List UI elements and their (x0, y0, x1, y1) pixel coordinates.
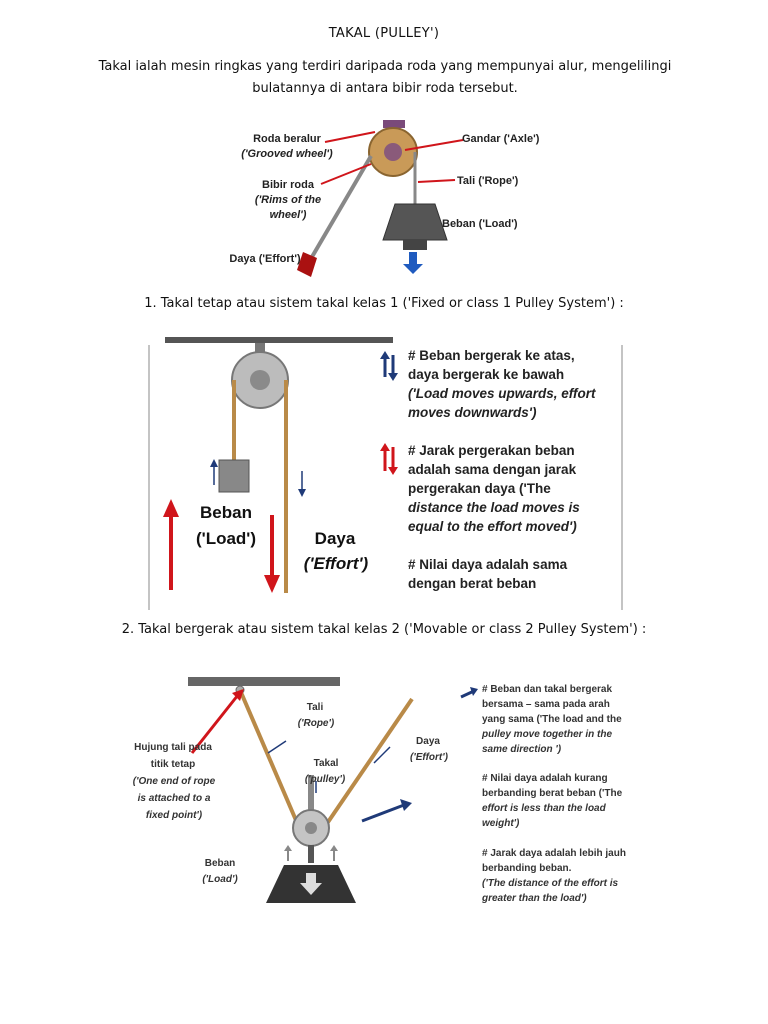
note2-line1: # Jarak pergerakan beban (408, 441, 623, 460)
hujung-line2: titik tetap (128, 757, 218, 772)
label-bibir-roda: Bibir roda (248, 178, 328, 192)
intro-paragraph: Takal ialah mesin ringkas yang terdiri d… (90, 56, 680, 100)
note1-line4: moves downwards') (408, 403, 623, 422)
n3-l1: # Jarak daya adalah lebih jauh (482, 846, 662, 861)
n2-l1: # Nilai daya adalah kurang (482, 771, 662, 786)
label-rope: ('Rope') (284, 716, 348, 731)
note2-line4: distance the load moves is (408, 498, 623, 517)
section2-heading: 2. Takal bergerak atau sistem takal kela… (0, 622, 768, 637)
page-title: TAKAL (PULLEY') (0, 26, 768, 41)
note2-line2: adalah sama dengan jarak (408, 460, 623, 479)
label-beban-2: Beban (190, 856, 250, 871)
note3-line1: # Nilai daya adalah sama (408, 555, 623, 574)
note2-line3: pergerakan daya ('The (408, 479, 623, 498)
n2-l3: effort is less than the load (482, 801, 662, 816)
n1-l1: # Beban dan takal bergerak (482, 682, 662, 697)
note1-line2: daya bergerak ke bawah (408, 365, 623, 384)
n3-l4: greater than the load') (482, 891, 662, 906)
label-daya-2: Daya (398, 734, 458, 749)
hujung-line5: fixed point') (120, 808, 228, 823)
label-tali-rope: Tali ('Rope') (457, 174, 537, 188)
label-effort: ('Effort') (286, 552, 386, 576)
n1-l2: bersama – sama pada arah (482, 697, 662, 712)
n3-l3: ('The distance of the effort is (482, 876, 662, 891)
label-daya: Daya (290, 527, 380, 551)
label-takal: Takal (296, 756, 356, 771)
arrow-icon (460, 684, 478, 696)
label-beban: Beban (184, 501, 268, 525)
label-gandar-axle: Gandar ('Axle') (462, 132, 562, 146)
label-load: ('Load') (176, 527, 276, 551)
label-daya-effort: Daya ('Effort') (220, 252, 310, 266)
label-rims-2: wheel') (248, 208, 328, 222)
n1-l5: same direction ') (482, 742, 662, 757)
note2-line5: equal to the effort moved') (408, 517, 623, 536)
n3-l2: berbanding beban. (482, 861, 662, 876)
section1-heading: 1. Takal tetap atau sistem takal kelas 1… (0, 296, 768, 311)
label-tali: Tali (290, 700, 340, 715)
label-roda-beralur: Roda beralur (232, 132, 342, 146)
hujung-line4: is attached to a (120, 791, 228, 806)
note1-line1: # Beban bergerak ke atas, (408, 346, 623, 365)
n2-l4: weight') (482, 816, 662, 831)
note3-line2: dengan berat beban (408, 574, 623, 593)
n1-l4: pulley move together in the (482, 727, 662, 742)
n1-l3: yang sama ('The load and the (482, 712, 662, 727)
label-rims-1: ('Rims of the (248, 193, 328, 207)
n2-l2: berbanding berat beban ('The (482, 786, 662, 801)
label-grooved-wheel: ('Grooved wheel') (232, 147, 342, 161)
hujung-line3: ('One end of rope (120, 774, 228, 789)
label-effort-2: ('Effort') (394, 750, 464, 765)
label-beban-load: Beban ('Load') (442, 217, 542, 231)
label-pulley: ('pulley') (290, 772, 360, 787)
label-load-2: ('Load') (186, 872, 254, 887)
hujung-line1: Hujung tali pada (128, 740, 218, 755)
note1-line3: ('Load moves upwards, effort (408, 384, 623, 403)
